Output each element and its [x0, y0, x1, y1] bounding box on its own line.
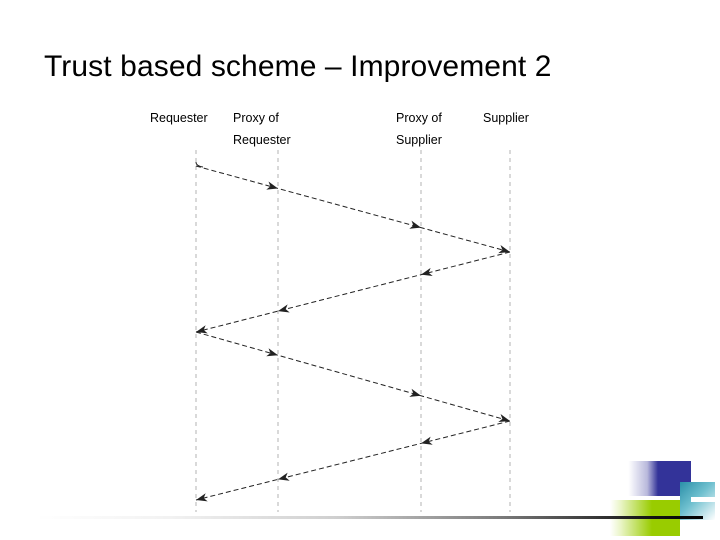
- message-line-1: [195, 251, 511, 333]
- ornament-blue-gradient: [622, 461, 658, 496]
- arrowhead: [196, 325, 208, 334]
- arrowhead: [409, 220, 421, 229]
- arrowhead: [498, 413, 510, 423]
- message-line-0: [195, 165, 511, 253]
- arrowhead: [498, 245, 510, 254]
- footer-rule: [36, 516, 703, 519]
- message-arrow-group: [195, 161, 511, 502]
- arrowhead: [196, 493, 208, 502]
- ornament-green-notch: [652, 522, 672, 536]
- arrowhead: [409, 388, 421, 397]
- message-line-2: [195, 331, 511, 422]
- actor-label-proxy-of-requester: Proxy of Requester: [233, 111, 291, 147]
- decorative-ornament: [600, 450, 720, 540]
- actor-label-supplier: Supplier: [483, 111, 529, 125]
- actor-label-requester: Requester: [150, 111, 208, 125]
- page-title: Trust based scheme – Improvement 2: [44, 50, 552, 83]
- arrowhead: [278, 304, 290, 313]
- arrowhead: [266, 348, 278, 357]
- origin-hook: [195, 161, 204, 168]
- message-line-3: [195, 420, 511, 501]
- arrowhead: [278, 472, 290, 481]
- arrowhead: [421, 267, 433, 277]
- arrowhead: [266, 181, 278, 190]
- arrowhead: [421, 436, 433, 445]
- ornament-white-notch: [691, 497, 720, 502]
- lifeline-group: [195, 150, 511, 512]
- actor-label-proxy-of-supplier: Proxy of Supplier: [396, 111, 442, 147]
